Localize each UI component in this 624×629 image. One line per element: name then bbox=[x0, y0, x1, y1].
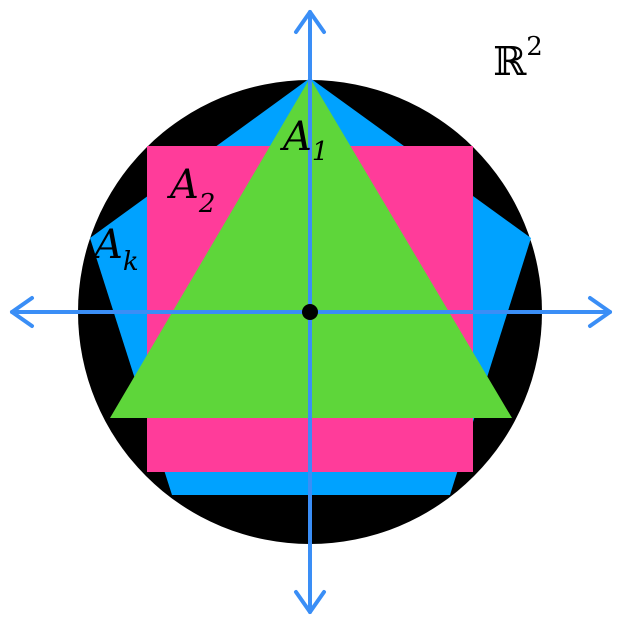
label-space: ℝ2 bbox=[493, 32, 543, 85]
label-ak: Ak bbox=[90, 222, 139, 277]
x-axis-left-arrow-icon bbox=[10, 296, 34, 328]
y-axis-bottom-arrow-icon bbox=[294, 590, 326, 614]
y-axis-top-arrow-icon bbox=[294, 10, 326, 34]
x-axis-right-arrow-icon bbox=[588, 296, 612, 328]
label-a1: A1 bbox=[279, 114, 328, 167]
label-a2: A2 bbox=[166, 162, 215, 219]
origin-point bbox=[302, 304, 318, 320]
